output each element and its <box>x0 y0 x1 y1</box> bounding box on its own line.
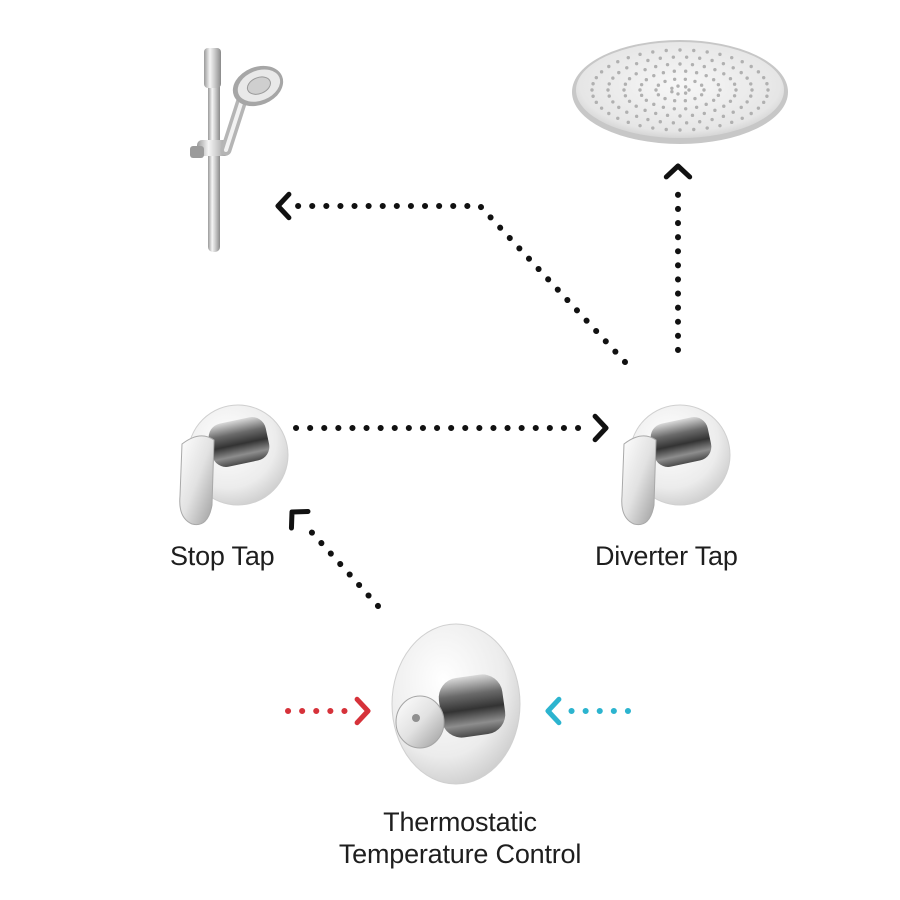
arrow-head <box>275 191 292 221</box>
arrow-head <box>592 413 609 443</box>
arrow-head <box>354 696 371 726</box>
thermostatic-control-label: Thermostatic Temperature Control <box>300 806 620 870</box>
stop-tap-label: Stop Tap <box>170 541 275 571</box>
thermostatic-label-line1: Thermostatic <box>383 807 537 837</box>
flow-diverter-to-slide-rail <box>275 191 628 365</box>
flow-hot-supply <box>285 696 371 726</box>
diverter-tap-icon <box>621 404 731 526</box>
stop-tap-icon <box>179 404 289 526</box>
thermostatic-control-icon <box>391 623 521 785</box>
arrow-head <box>288 508 311 531</box>
flow-diverter-to-overhead <box>663 163 693 353</box>
slide-rail-shower-icon <box>190 48 284 252</box>
flow-arrows <box>275 163 693 726</box>
flow-cold-supply <box>545 696 631 726</box>
diverter-tap-label: Diverter Tap <box>595 541 738 571</box>
arrow-head <box>545 696 562 726</box>
thermostatic-label-line2: Temperature Control <box>338 839 582 869</box>
arrow-head <box>663 163 693 180</box>
flow-stop-to-diverter <box>293 413 609 443</box>
flow-thermostatic-to-stop <box>288 508 381 609</box>
round-shower-head-icon <box>572 40 788 144</box>
